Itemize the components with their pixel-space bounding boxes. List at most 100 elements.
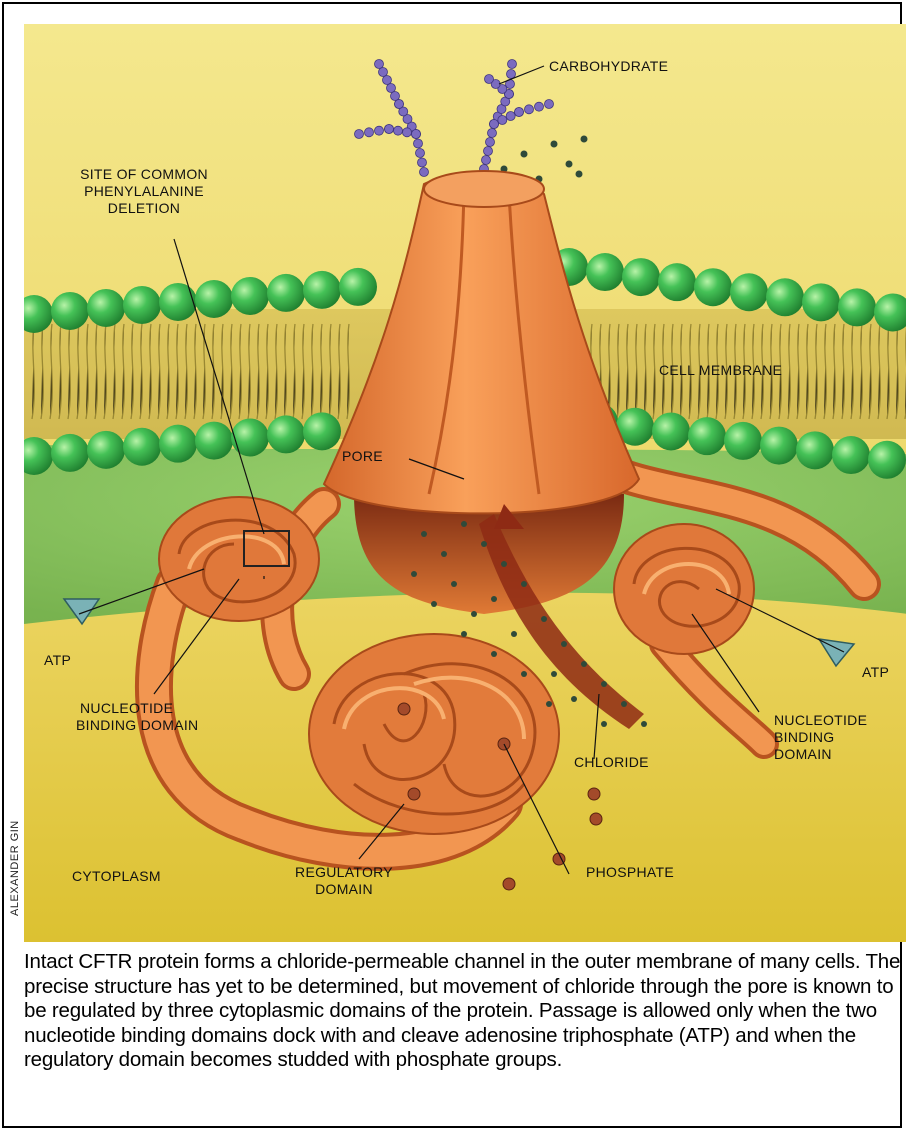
lipid-head [159, 425, 197, 463]
lipid-head [231, 418, 269, 456]
carbohydrate-bead [403, 128, 412, 137]
chloride-ion [481, 541, 487, 547]
chloride-ion [546, 701, 552, 707]
chloride-ion [431, 601, 437, 607]
chloride-ion [601, 721, 607, 727]
chloride-ion [501, 561, 507, 567]
label-cell-membrane: CELL MEMBRANE [659, 362, 782, 379]
carbohydrate-bead [486, 138, 495, 147]
chloride-ion [551, 141, 558, 148]
lipid-head [730, 273, 768, 311]
label-deletion-line-3: DELETION [54, 200, 234, 217]
label-nucleotide-left-line-1: NUCLEOTIDE [76, 700, 198, 717]
label-regulatory-domain: REGULATORY DOMAIN [274, 864, 414, 898]
lipid-head [652, 412, 690, 450]
carbohydrate-bead [490, 120, 499, 129]
carbohydrate-bead [545, 100, 554, 109]
lipid-head [868, 441, 906, 479]
carbohydrate-bead [507, 70, 516, 79]
chloride-ion [461, 631, 467, 637]
carbohydrate-bead [515, 108, 524, 117]
chloride-ion [441, 551, 447, 557]
carbohydrate-bead [498, 116, 507, 125]
lipid-head [339, 268, 377, 306]
lipid-head [586, 253, 624, 291]
lipid-head [267, 415, 305, 453]
cftr-illustration: CARBOHYDRATE SITE OF COMMON PHENYLALANIN… [24, 24, 906, 942]
lipid-head [123, 428, 161, 466]
label-carbohydrate: CARBOHYDRATE [549, 58, 668, 75]
phosphate-group [503, 878, 515, 890]
lipid-head [51, 292, 89, 330]
carbohydrate-bead [375, 126, 384, 135]
lipid-head [622, 258, 660, 296]
carbohydrate-bead [508, 60, 517, 69]
chloride-ion [571, 696, 577, 702]
carbohydrate-bead [535, 102, 544, 111]
carbohydrate-bead [391, 92, 400, 101]
chloride-ion [411, 571, 417, 577]
phosphate-group [398, 703, 410, 715]
label-atp-left: ATP [44, 652, 71, 669]
label-phosphate: PHOSPHATE [586, 864, 674, 881]
chloride-ion [541, 616, 547, 622]
carbohydrate-bead [395, 100, 404, 109]
lipid-head [760, 427, 798, 465]
lipid-head [766, 278, 804, 316]
lipid-head [195, 422, 233, 460]
lipid-head [267, 274, 305, 312]
lipid-head [796, 431, 834, 469]
chloride-ion [451, 581, 457, 587]
chloride-ion [421, 531, 427, 537]
lipid-head [87, 431, 125, 469]
chloride-ion [641, 721, 647, 727]
lipid-head [688, 417, 726, 455]
cftr-diagram [24, 24, 906, 942]
carbohydrate-bead [375, 60, 384, 69]
chloride-ion [491, 596, 497, 602]
label-nucleotide-right-line-3: DOMAIN [774, 746, 867, 763]
carbohydrate-bead [394, 126, 403, 135]
carbohydrate-bead [420, 168, 429, 177]
chloride-ion [581, 136, 588, 143]
lipid-head [303, 271, 341, 309]
label-nucleotide-right-line-2: BINDING [774, 729, 867, 746]
chloride-ion [566, 161, 573, 168]
label-nucleotide-left-line-2: BINDING DOMAIN [76, 717, 198, 734]
lipid-head [51, 434, 89, 472]
label-nucleotide-right-line-1: NUCLEOTIDE [774, 712, 867, 729]
lipid-head [658, 263, 696, 301]
chloride-ion [491, 651, 497, 657]
label-deletion-line-1: SITE OF COMMON [54, 166, 234, 183]
carbohydrate-bead [418, 158, 427, 167]
lipid-head [159, 283, 197, 321]
chloride-ion [511, 631, 517, 637]
phosphate-group [408, 788, 420, 800]
label-regulatory-line-2: DOMAIN [274, 881, 414, 898]
carbohydrate-bead [379, 68, 388, 77]
chloride-ion [521, 671, 527, 677]
carbohydrate-bead [385, 125, 394, 134]
carbohydrate-bead [506, 112, 515, 121]
carbohydrate-bead [414, 139, 423, 148]
chloride-ion [521, 581, 527, 587]
carbohydrate-bead [485, 75, 494, 84]
lipid-head [303, 412, 341, 450]
phosphate-group [588, 788, 600, 800]
carbohydrate-bead [488, 129, 497, 138]
figure-caption: Intact CFTR protein forms a chloride-per… [24, 950, 904, 1073]
artist-credit: ALEXANDER GIN [7, 818, 21, 918]
lipid-head [832, 436, 870, 474]
chloride-ion [521, 151, 528, 158]
carbohydrate-bead [525, 105, 534, 114]
chloride-ion [561, 641, 567, 647]
label-nucleotide-left: NUCLEOTIDE BINDING DOMAIN [76, 700, 198, 734]
lipid-head [123, 286, 161, 324]
lipid-head [694, 268, 732, 306]
lipid-head [195, 280, 233, 318]
carbohydrate-bead [355, 130, 364, 139]
chloride-ion [551, 671, 557, 677]
label-atp-right: ATP [862, 664, 889, 681]
label-nucleotide-right: NUCLEOTIDE BINDING DOMAIN [774, 712, 867, 763]
